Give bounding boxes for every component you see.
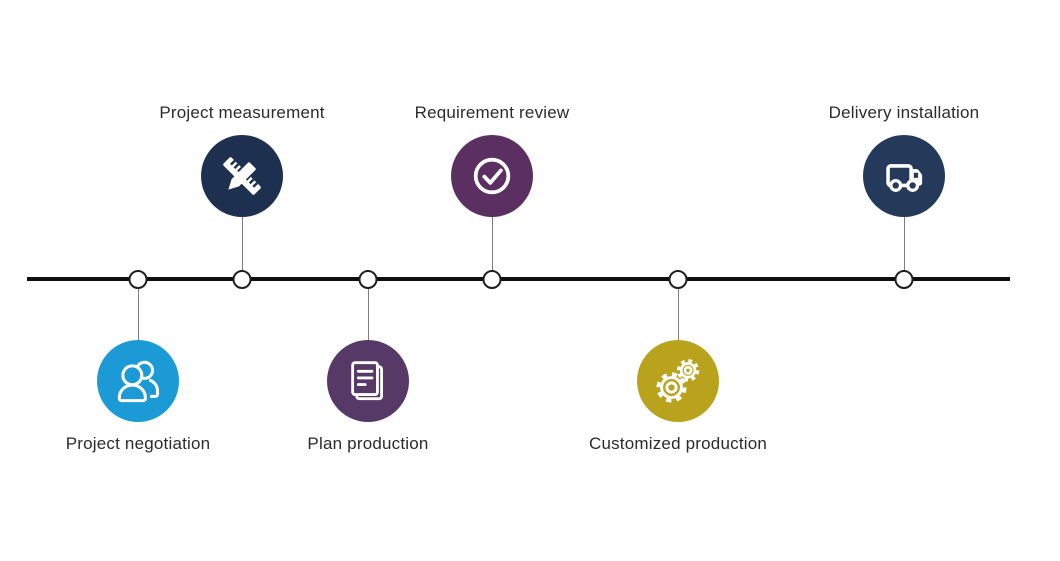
truck-icon <box>886 164 923 192</box>
step-label: Project negotiation <box>65 434 211 453</box>
ruler-pencil-icon <box>223 157 261 195</box>
step-bubble <box>97 340 179 422</box>
document-icon <box>351 361 384 401</box>
step-bubble <box>637 340 719 422</box>
connector-line <box>903 217 905 271</box>
connector-line <box>241 217 243 271</box>
step-label: Customized production <box>588 434 768 453</box>
step-bubble <box>863 135 945 217</box>
step-label: Plan production <box>307 434 429 453</box>
connector-line <box>491 217 493 271</box>
step-bubble <box>451 135 533 217</box>
step-label: Project measurement <box>159 103 325 122</box>
people-icon <box>117 360 160 403</box>
step-label: Delivery installation <box>828 103 980 122</box>
gears-icon <box>656 359 700 403</box>
step-bubble <box>327 340 409 422</box>
check-circle-icon <box>473 157 511 195</box>
step-label: Requirement review <box>414 103 570 122</box>
step-bubble <box>201 135 283 217</box>
timeline-line <box>27 277 1010 281</box>
connector-line <box>137 288 139 341</box>
connector-line <box>677 288 679 341</box>
connector-line <box>367 288 369 341</box>
